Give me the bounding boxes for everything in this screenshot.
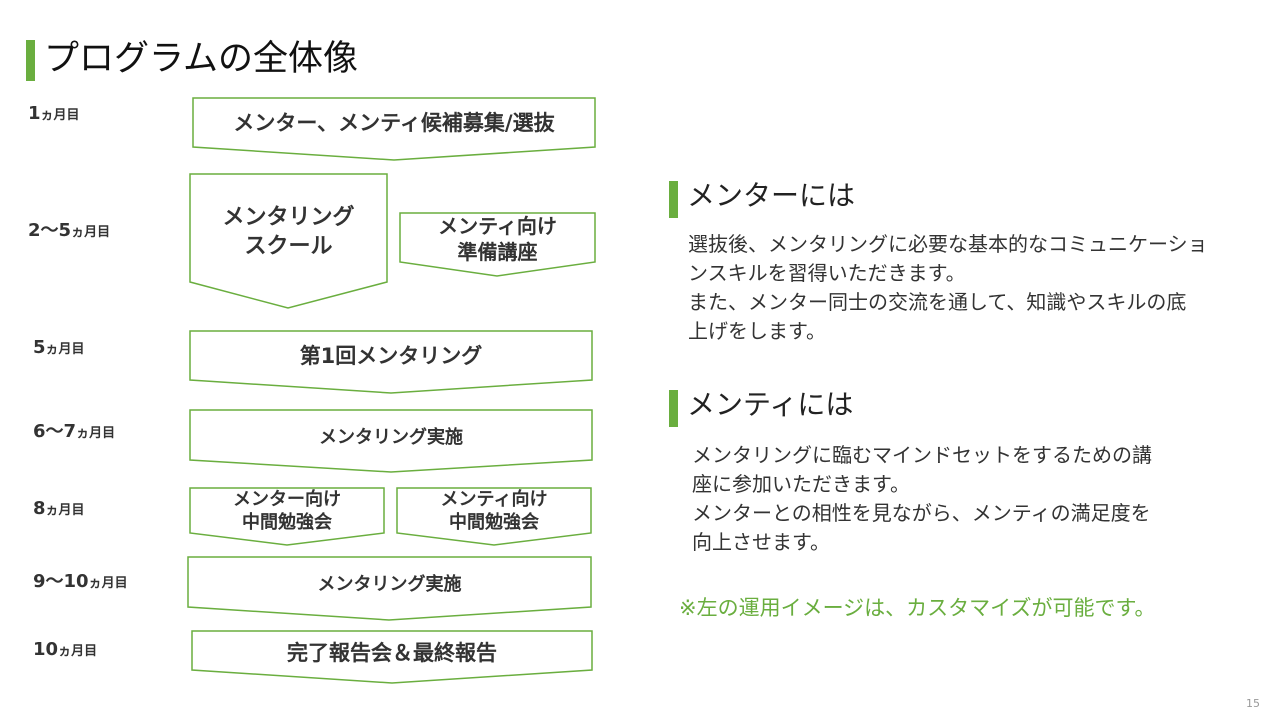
step-shape-mentee-mid [396, 487, 592, 546]
row-label-number: 6〜7 [33, 421, 77, 442]
step-shape-mentoring-1 [189, 409, 593, 473]
row-label-number: 5 [33, 337, 46, 358]
row-label-month-1: 1ヵ月目 [28, 103, 80, 127]
step-shape-mentoring-2 [187, 556, 592, 621]
step-shape-mentoring-school [189, 173, 388, 309]
step-shape-mentee-prep [399, 212, 596, 277]
step-mentee-mid-label: メンティ向け中間勉強会 [440, 489, 548, 533]
step-shape-final [191, 630, 593, 684]
row-label-unit: ヵ月目 [76, 426, 116, 441]
row-label-unit: ヵ月目 [88, 576, 128, 591]
row-label-unit: ヵ月目 [45, 342, 85, 357]
row-label-number: 1 [28, 103, 41, 124]
row-label-number: 9〜10 [33, 571, 89, 592]
page-title: プログラムの全体像 [44, 39, 358, 79]
row-label-month-8: 8ヵ月目 [33, 498, 85, 522]
mentor-section-accent-bar [669, 181, 678, 218]
row-label-unit: ヵ月目 [40, 108, 80, 123]
mentor-section-text: 選抜後、メンタリングに必要な基本的なコミュニケーショ ンスキルを習得いただきます… [688, 232, 1208, 343]
step-mentoring-1-label: メンタリング実施 [319, 427, 463, 448]
step-mentoring-school-label: メンタリングスクール [222, 205, 355, 259]
row-label-number: 8 [33, 498, 46, 519]
row-label-month-5: 5ヵ月目 [33, 337, 85, 361]
step-mentor-mid-label: メンター向け中間勉強会 [233, 489, 341, 533]
mentee-section-text: メンタリングに臨むマインドセットをするための講 座に参加いただきます。 メンター… [692, 443, 1152, 554]
row-label-number: 2〜5 [28, 220, 72, 241]
step-shape-first-mentoring [189, 330, 593, 394]
customization-note: ※左の運用イメージは、カスタマイズが可能です。 [679, 596, 1156, 620]
title-accent-bar [26, 40, 35, 81]
row-label-month-10: 10ヵ月目 [33, 639, 97, 663]
mentee-section-accent-bar [669, 390, 678, 427]
mentee-section-title: メンティには [687, 388, 854, 421]
step-mentoring-2-label: メンタリング実施 [317, 574, 462, 595]
row-label-month-6-7: 6〜7ヵ月目 [33, 421, 115, 445]
mentor-section-title: メンターには [687, 179, 856, 212]
step-shape-recruit [192, 97, 596, 161]
row-label-month-9-10: 9〜10ヵ月目 [33, 571, 128, 595]
row-label-month-2-5: 2〜5ヵ月目 [28, 220, 110, 244]
row-label-unit: ヵ月目 [45, 503, 85, 518]
step-shape-mentor-mid [189, 487, 385, 546]
row-label-unit: ヵ月目 [71, 225, 111, 240]
page-number: 15 [1246, 697, 1260, 710]
row-label-number: 10 [33, 639, 59, 660]
program-flow-diagram [187, 97, 596, 684]
step-recruit-label: メンター、メンティ候補募集/選抜 [233, 111, 555, 135]
step-mentee-prep-label: メンティ向け準備講座 [438, 214, 557, 264]
step-first-mentoring-label: 第1回メンタリング [299, 344, 483, 368]
step-final-label: 完了報告会＆最終報告 [287, 641, 497, 665]
row-label-unit: ヵ月目 [58, 644, 98, 659]
